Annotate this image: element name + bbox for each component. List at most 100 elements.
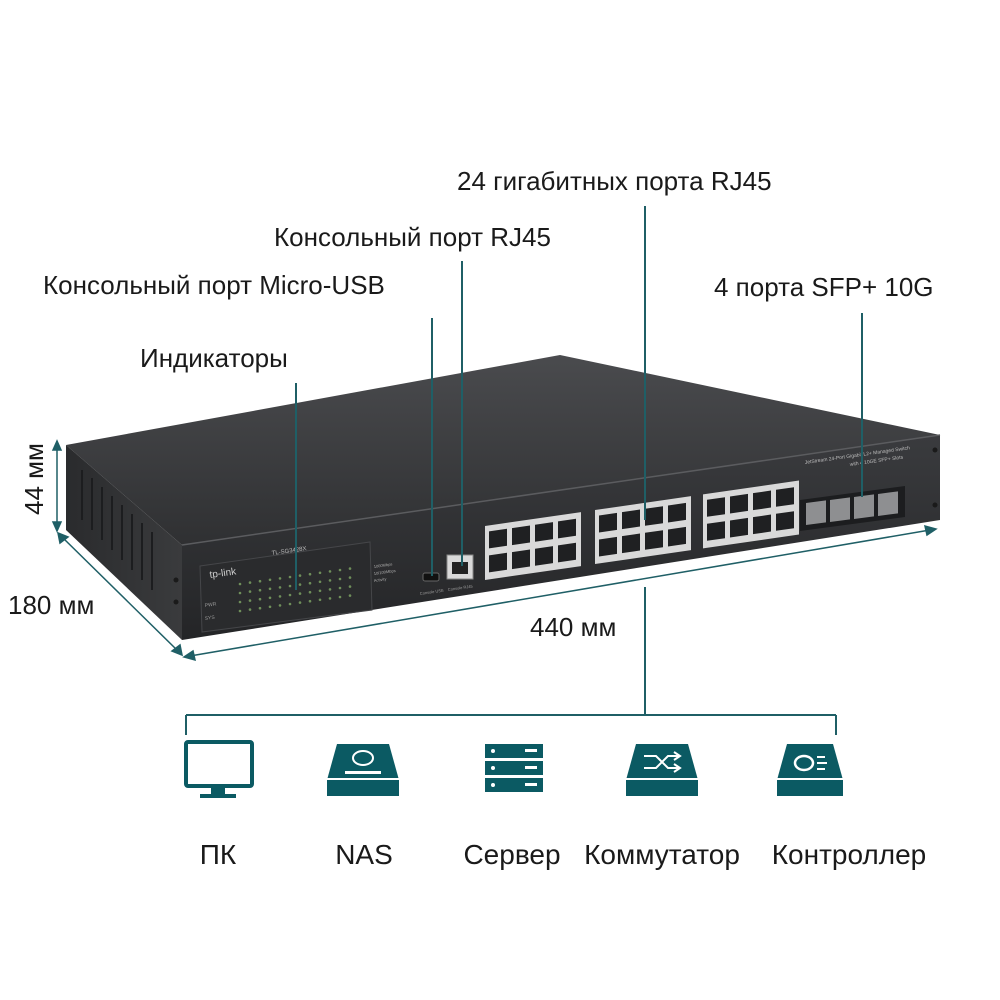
led-dot [338,568,342,572]
led-dot [258,579,262,583]
rj45-port [645,506,663,526]
led-dot [278,586,282,589]
led-dot [268,596,272,600]
led-dot [258,588,262,592]
led-dot [308,572,312,576]
device-label-nas: NAS [335,839,393,870]
led-dot [308,590,312,594]
led-dot [298,574,302,577]
model-label: TL-SG3428X [271,546,307,557]
callout-rj45-ports: 24 гигабитных порта RJ45 [457,166,772,196]
rj45-port [489,552,507,573]
led-dot [328,588,332,591]
led-dot [238,600,242,604]
led-dot [268,587,272,591]
rj45-port [707,521,725,541]
rj45-port [512,549,530,570]
callout-leds: Индикаторы [140,343,288,373]
led-dot [248,599,252,602]
device-label-switch: Коммутатор [584,839,740,870]
rj45-block [703,480,799,549]
device-label-pc: ПК [199,839,237,870]
led-dot [288,602,292,606]
led-dot [258,597,262,601]
nas-icon [327,744,399,796]
dim-width-label: 440 мм [530,612,617,642]
rj45-port [776,487,794,507]
rj45-block [485,512,581,580]
led-dot [278,604,282,607]
sfp-block [800,486,905,531]
led-dot [248,581,252,584]
rj45-block [595,496,691,565]
dim-depth-label: 180 мм [8,590,95,620]
led-dot [238,582,242,586]
callout-sfp: 4 порта SFP+ 10G [714,272,934,302]
callout-lines [295,206,863,590]
side-vents [81,470,153,590]
rj45-port [535,546,553,566]
led-indicators [238,567,352,613]
chassis-top [66,355,940,545]
led-dot [238,591,242,595]
led-dot [328,570,332,573]
led-dot [248,608,252,611]
rj45-ports [485,480,799,580]
switch-icon [626,744,698,796]
led-dot [338,595,342,599]
led-dot [248,590,252,593]
chassis-side [66,445,182,640]
rj45-port [535,522,553,542]
rj45-port [730,517,748,538]
led-dot [308,599,312,603]
dim-height-label: 44 мм [19,443,49,515]
led-dot [238,609,242,613]
led-dot [268,578,272,582]
rj45-port [558,542,576,563]
console-rj45-port-label: Console RJ45 [447,583,473,592]
dimension-lines [51,439,938,662]
rj45-port [668,526,686,547]
led-dot [348,576,352,579]
led-dot [348,585,352,588]
rj45-port [753,514,771,535]
dim-width-line [189,529,931,657]
led-dot [278,595,282,598]
led-dot [318,589,322,593]
led-dot [298,601,302,604]
rj45-port [730,493,748,514]
led-dot [298,583,302,586]
led-panel [199,541,373,633]
led-dot [328,597,332,600]
led-dot [268,605,272,609]
led-dot [318,598,322,602]
led-legend-2: 10/100Mbps [373,568,395,576]
controller-icon [777,744,843,796]
device-label-controller: Контроллер [771,839,927,870]
led-dot [338,577,342,581]
rj45-port [599,512,617,533]
rj45-port [645,530,663,550]
rj45-port [776,511,794,531]
monitor-icon [184,740,254,798]
dim-depth-line [61,536,179,652]
rj45-port [668,502,686,523]
server-icon [485,744,543,792]
led-dot [318,580,322,584]
rj45-port [622,533,640,554]
led-dot [288,575,292,579]
led-dot [348,594,352,597]
led-dot [338,586,342,590]
rj45-port [558,518,576,539]
console-usb-port-label: Console USB [419,588,444,596]
led-legend-3: Activity [373,576,386,583]
pwr-label: PWR [204,601,217,609]
rj45-port [599,536,617,557]
led-dot [308,581,312,585]
brand-logo: tp-link [209,566,238,581]
led-dot [288,584,292,588]
callout-console-rj45: Консольный порт RJ45 [274,222,551,252]
rj45-port [489,528,507,549]
